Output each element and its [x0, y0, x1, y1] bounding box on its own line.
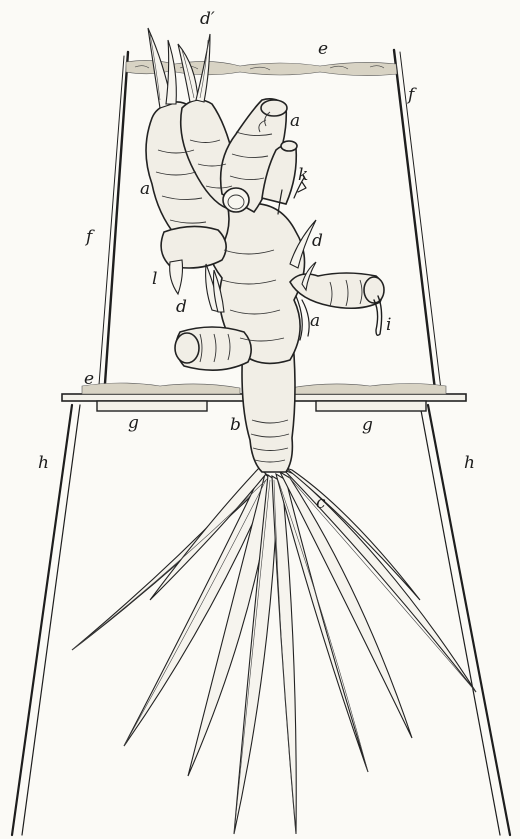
label-g-right: g — [362, 415, 373, 435]
label-e-bottom: e — [84, 369, 94, 389]
label-a-top: a — [290, 111, 300, 131]
top-moss-layer — [126, 60, 397, 75]
label-k: k — [298, 165, 308, 185]
label-b: b — [230, 415, 241, 435]
rhizome-body — [146, 99, 384, 370]
label-i: i — [386, 315, 391, 335]
label-h-left: h — [38, 453, 49, 473]
label-g-left: g — [128, 413, 139, 433]
label-f-left: f — [84, 227, 95, 247]
label-d-lower: d — [176, 297, 187, 317]
root-leaves — [72, 468, 476, 834]
label-a-right: a — [310, 311, 320, 331]
label-d-prime: d′ — [200, 9, 215, 29]
label-d-upper: d — [312, 231, 323, 251]
label-a-left: a — [140, 179, 150, 199]
label-e-top: e — [318, 39, 328, 59]
label-c: c — [316, 493, 326, 513]
label-h-right: h — [464, 453, 475, 473]
label-f-right: f — [406, 85, 417, 105]
label-l: l — [152, 269, 157, 289]
